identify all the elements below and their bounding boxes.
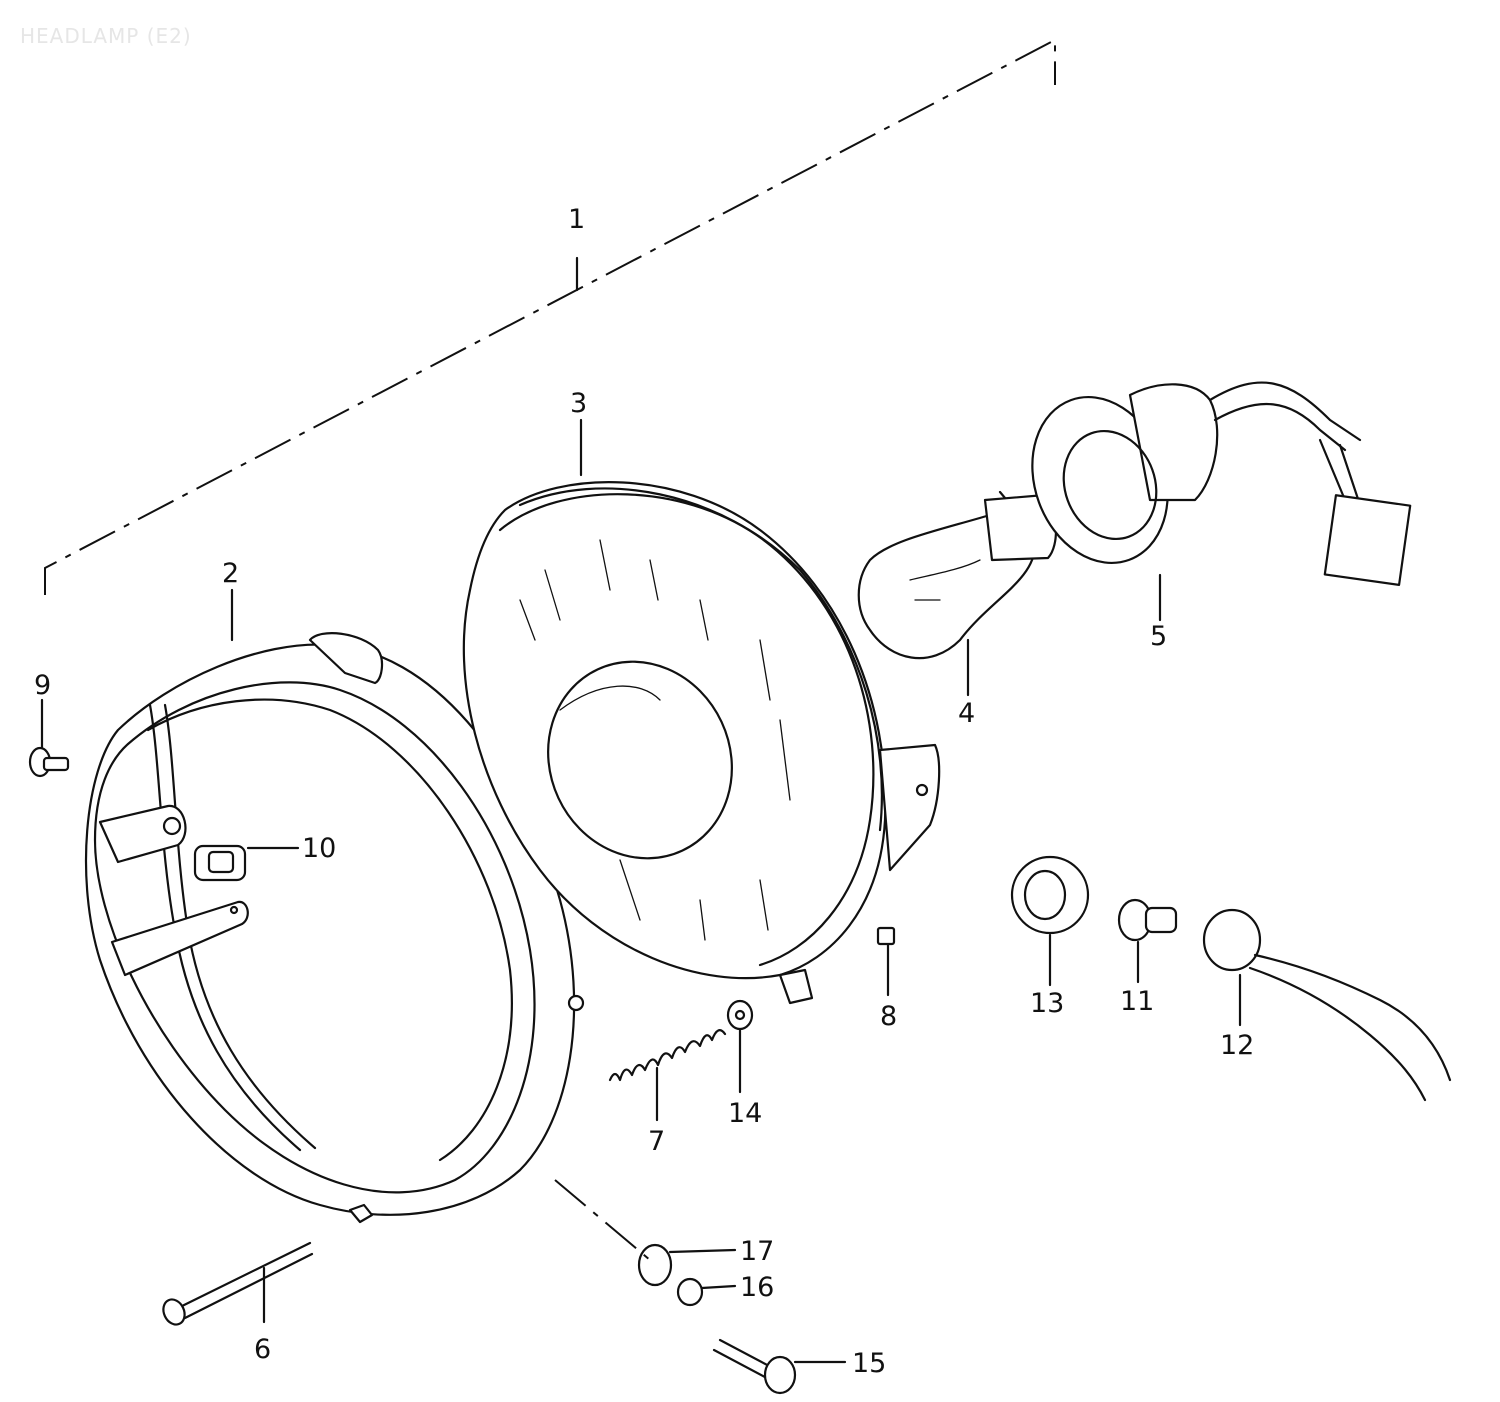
callout-16: 16 (740, 1272, 774, 1303)
callout-10: 10 (302, 833, 336, 864)
headlamp-bulb (857, 490, 1058, 660)
small-screw (28, 746, 70, 778)
callout-labels: 1 2 3 4 5 6 7 8 9 10 11 12 13 14 15 16 1… (34, 204, 1254, 1379)
leader-lines (40, 418, 1242, 1364)
callout-7: 7 (648, 1126, 665, 1157)
callout-6: 6 (254, 1334, 271, 1365)
pilot-bulb (1117, 898, 1178, 942)
callout-15: 15 (852, 1348, 886, 1379)
long-screw (162, 1241, 314, 1326)
assembly-bracket (44, 38, 1056, 595)
callout-12: 12 (1220, 1030, 1254, 1061)
diagram-title: HEADLAMP (E2) (20, 24, 192, 48)
callout-14: 14 (728, 1098, 762, 1129)
square-nut (876, 926, 896, 946)
washer (726, 999, 754, 1031)
rubber-grommet (1010, 855, 1090, 935)
callout-13: 13 (1030, 988, 1064, 1019)
callout-11: 11 (1120, 986, 1154, 1017)
callout-4: 4 (958, 698, 975, 729)
callout-2: 2 (222, 558, 239, 589)
adjuster-spring (608, 1029, 727, 1082)
callout-8: 8 (880, 1001, 897, 1032)
bulb-socket (1031, 381, 1412, 586)
adjust-screw (712, 1338, 797, 1395)
callout-5: 5 (1150, 621, 1167, 652)
callout-3: 3 (570, 388, 587, 419)
callout-1: 1 (568, 204, 585, 235)
assembly-axis (554, 1179, 651, 1261)
nut (676, 1277, 704, 1307)
callout-9: 9 (34, 670, 51, 701)
headlamp-lens-unit (462, 481, 941, 1005)
callout-17: 17 (740, 1236, 774, 1267)
headlamp-housing (84, 632, 585, 1224)
pilot-socket (1202, 908, 1452, 1102)
spacer (637, 1243, 673, 1287)
